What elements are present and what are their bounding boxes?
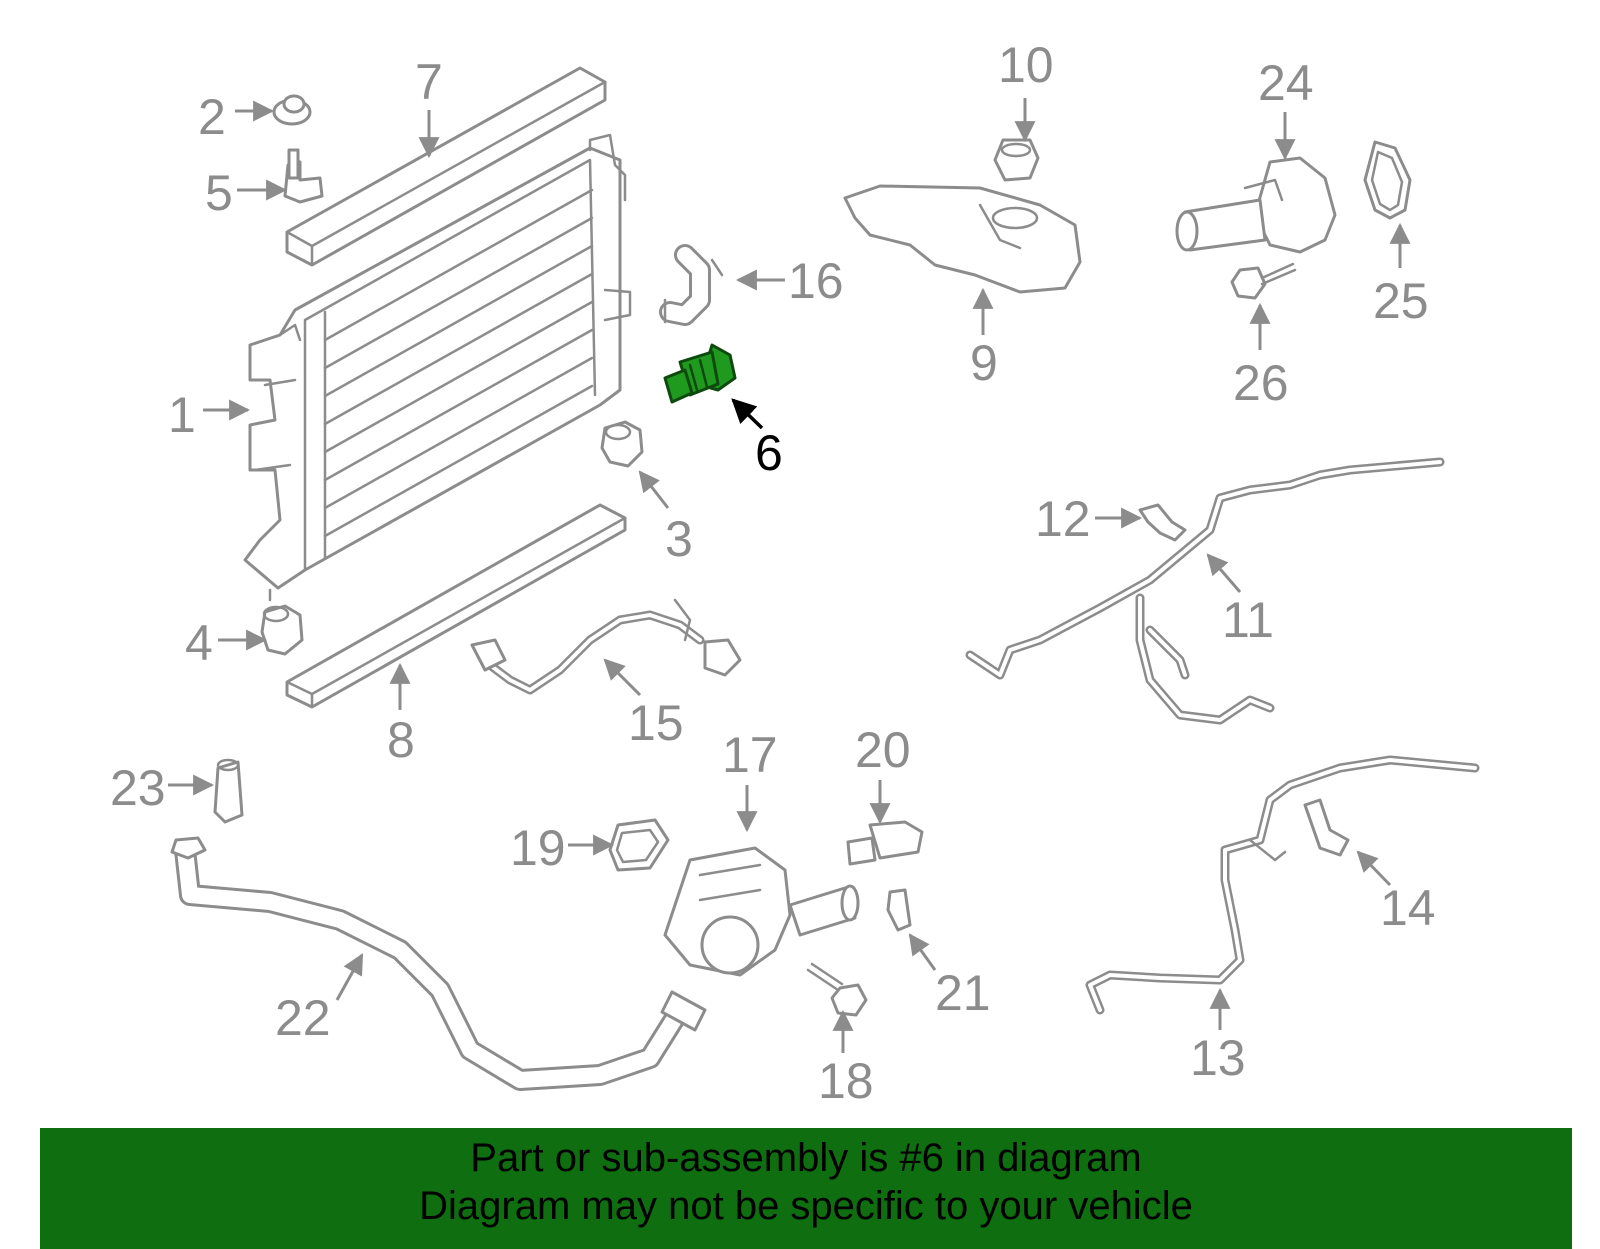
part-25-gasket[interactable] <box>1363 140 1412 220</box>
label-8: 8 <box>387 712 415 768</box>
label-21: 21 <box>935 965 991 1021</box>
label-23: 23 <box>110 760 166 816</box>
label-7: 7 <box>415 54 443 110</box>
part-24-thermostat-housing[interactable] <box>1175 156 1337 254</box>
part-17-thermostat-assembly[interactable] <box>663 846 860 977</box>
label-17: 17 <box>722 727 778 783</box>
label-25: 25 <box>1373 273 1429 329</box>
label-24: 24 <box>1258 55 1314 111</box>
label-12: 12 <box>1035 491 1091 547</box>
part-15-harness[interactable] <box>470 598 742 695</box>
part-16-hose-elbow[interactable] <box>659 244 724 326</box>
callout-arrows <box>168 98 1411 1053</box>
part-26-bolt[interactable] <box>1230 262 1297 300</box>
part-11-wiring-harness[interactable] <box>965 457 1445 725</box>
part-4-bushing[interactable] <box>260 604 304 656</box>
banner-line-1: Part or sub-assembly is #6 in diagram <box>470 1136 1142 1180</box>
label-5: 5 <box>205 165 233 221</box>
part-12-clip[interactable] <box>1138 503 1187 542</box>
label-16: 16 <box>788 253 844 309</box>
label-2: 2 <box>198 89 226 145</box>
part-8-lower-seal[interactable] <box>285 503 627 709</box>
info-banner: Part or sub-assembly is #6 in diagram Di… <box>40 1128 1572 1249</box>
label-9: 9 <box>970 335 998 391</box>
part-23-small-hose[interactable] <box>213 758 244 824</box>
part-10-cap[interactable] <box>993 138 1040 182</box>
label-6-highlighted: 6 <box>755 425 783 481</box>
part-18-bolt[interactable] <box>806 962 868 1017</box>
part-3-bushing[interactable] <box>600 420 644 468</box>
part-20-sensor[interactable] <box>846 820 924 866</box>
label-1: 1 <box>168 387 196 443</box>
label-22: 22 <box>275 990 331 1046</box>
label-3: 3 <box>665 511 693 567</box>
part-13-hose-pipe[interactable] <box>1085 755 1480 1015</box>
label-26: 26 <box>1233 355 1289 411</box>
label-19: 19 <box>510 820 566 876</box>
part-labels: 2 5 7 1 3 4 8 16 6 9 10 24 25 26 12 11 1… <box>110 37 1436 1109</box>
label-13: 13 <box>1190 1030 1246 1086</box>
part-14-clip[interactable] <box>1303 798 1350 857</box>
part-2-clip[interactable] <box>272 94 312 126</box>
banner-line-2: Diagram may not be specific to your vehi… <box>419 1184 1193 1228</box>
label-15: 15 <box>628 695 684 751</box>
part-1-radiator[interactable] <box>243 133 632 602</box>
label-18: 18 <box>818 1053 874 1109</box>
part-19-gasket[interactable] <box>608 818 670 872</box>
label-14: 14 <box>1380 880 1436 936</box>
label-20: 20 <box>855 722 911 778</box>
label-4: 4 <box>185 615 213 671</box>
highlighted-arrow <box>731 398 764 430</box>
part-22-large-hose[interactable] <box>170 836 707 1091</box>
part-5-bracket[interactable] <box>283 148 324 204</box>
label-11: 11 <box>1222 592 1274 648</box>
part-21-clip[interactable] <box>886 888 912 932</box>
part-6-highlighted-sensor[interactable] <box>663 343 737 404</box>
label-10: 10 <box>998 37 1054 93</box>
part-9-reservoir[interactable] <box>843 184 1082 294</box>
part-7-upper-seal[interactable] <box>285 66 607 267</box>
